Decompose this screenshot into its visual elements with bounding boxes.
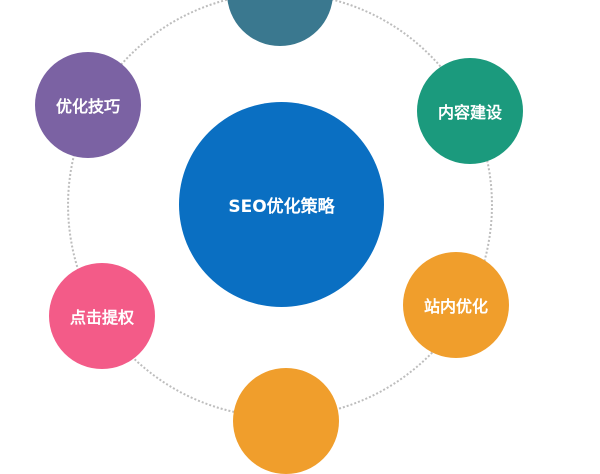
node-label: 内容建设 — [437, 103, 502, 122]
node-content-building: 内容建设 — [417, 58, 523, 164]
center-node-seo-strategy: SEO优化策略 — [179, 102, 384, 307]
node-label: 站内优化 — [423, 297, 488, 316]
node-onsite-optimization: 站内优化 — [403, 252, 509, 358]
node-optimization-tips: 优化技巧 — [35, 52, 141, 158]
node-click-boost: 点击提权 — [49, 263, 155, 369]
node-bottom — [233, 368, 339, 474]
center-label: SEO优化策略 — [228, 197, 335, 217]
node-label: 优化技巧 — [55, 97, 120, 116]
node-label: 点击提权 — [69, 308, 134, 327]
